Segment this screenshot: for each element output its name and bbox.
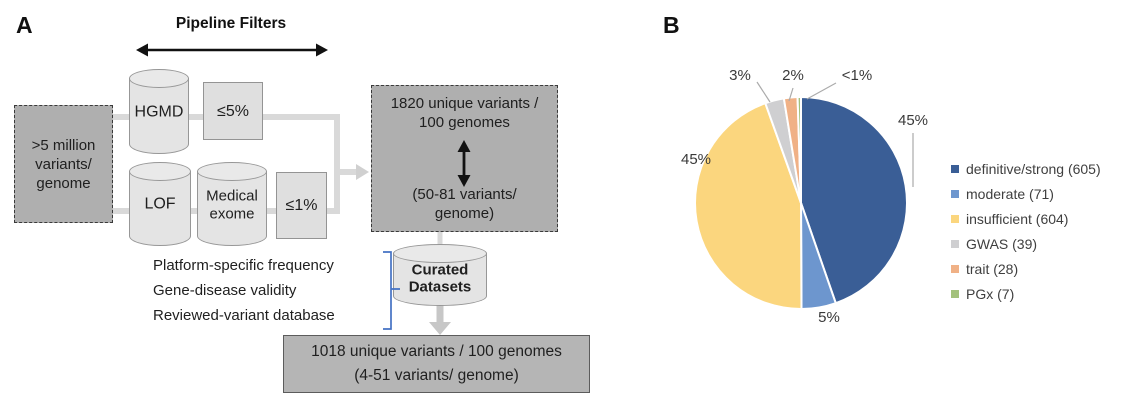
filter-1pct-label: ≤1% — [285, 197, 318, 214]
hgmd-cylinder: HGMD — [129, 69, 189, 154]
pie-label-trait-pct: 2% — [782, 67, 804, 84]
legend-swatch-icon — [951, 189, 959, 198]
legend-swatch-icon — [951, 289, 959, 298]
legend-label: insufficient (604) — [966, 210, 1069, 227]
arrowhead-to-final-box-icon — [429, 322, 451, 335]
unique-variants-top-text: 1820 unique variants / 100 genomes — [390, 95, 539, 131]
legend-label: trait (28) — [966, 260, 1019, 277]
legend-label: moderate (71) — [966, 185, 1054, 202]
legend-label: definitive/strong (605) — [966, 160, 1101, 177]
filter-5pct-box: ≤5% — [203, 82, 263, 140]
criteria-line-3: Reviewed-variant database — [153, 307, 335, 324]
unique-variants-box: 1820 unique variants / 100 genomes (50-8… — [371, 85, 558, 232]
medical-exome-label: Medical exome — [206, 187, 258, 223]
criteria-line-2: Gene-disease validity — [153, 282, 297, 299]
pie-label-insufficient-pct: 45% — [680, 151, 712, 168]
pie-label-definitive-pct: 45% — [897, 112, 929, 129]
legend-item: definitive/strong (605) — [951, 156, 1101, 181]
legend-swatch-icon — [951, 239, 959, 248]
hgmd-cylinder-top — [129, 69, 189, 88]
hgmd-cylinder-body — [129, 78, 189, 154]
legend-item: trait (28) — [951, 256, 1101, 281]
legend-item: insufficient (604) — [951, 206, 1101, 231]
medical-exome-cylinder-top — [197, 162, 267, 181]
panel-a-label: A — [16, 12, 33, 38]
pie-slices — [694, 96, 908, 311]
filter-5pct-label: ≤5% — [217, 102, 249, 120]
lof-cylinder: LOF — [129, 162, 191, 246]
legend-item: GWAS (39) — [951, 231, 1101, 256]
medical-exome-cylinder-body — [197, 171, 267, 246]
medical-exome-cylinder: Medical exome — [197, 162, 267, 246]
pie-slice-pgx — [796, 96, 802, 204]
leader-line-pgx — [806, 82, 837, 100]
panel-b-label: B — [663, 12, 680, 38]
pie-legend: definitive/strong (605) moderate (71) insu… — [951, 156, 1101, 306]
hgmd-label: HGMD — [134, 103, 184, 121]
lof-cylinder-body — [129, 171, 191, 246]
legend-label: PGx (7) — [966, 285, 1015, 302]
pie-label-gwas-pct: 3% — [729, 67, 751, 84]
pie-leader-lines — [756, 81, 914, 187]
pie-slice-insufficient — [694, 102, 803, 311]
pie-label-moderate-pct: 5% — [818, 309, 840, 326]
lof-label: LOF — [144, 195, 176, 213]
criteria-line-1: Platform-specific frequency — [153, 257, 334, 274]
pie-chart — [694, 81, 914, 311]
source-variants-box: >5 million variants/ genome — [14, 105, 113, 223]
pipeline-filters-title: Pipeline Filters — [175, 15, 287, 32]
legend-label: GWAS (39) — [966, 235, 1038, 252]
final-variants-box: 1018 unique variants / 100 genomes (4-51… — [283, 335, 590, 393]
curated-datasets-cylinder-top — [393, 244, 487, 263]
pie-slice-definitive-strong — [800, 96, 908, 305]
arrowhead-into-results-icon — [356, 164, 369, 180]
curated-datasets-cylinder: Curated Datasets — [393, 244, 487, 306]
filter-1pct-box: ≤1% — [276, 172, 327, 239]
unique-variants-bottom-text: (50-81 variants/ genome) — [412, 186, 517, 222]
pie-label-pgx-pct: <1% — [841, 67, 873, 84]
leader-line-gwas — [756, 81, 771, 103]
legend-swatch-icon — [951, 164, 959, 173]
lof-cylinder-top — [129, 162, 191, 181]
legend-item: moderate (71) — [951, 181, 1101, 206]
leader-line-trait — [788, 87, 794, 102]
legend-item: PGx (7) — [951, 281, 1101, 306]
curated-datasets-label: Curated Datasets — [408, 261, 472, 296]
legend-swatch-icon — [951, 214, 959, 223]
legend-swatch-icon — [951, 264, 959, 273]
